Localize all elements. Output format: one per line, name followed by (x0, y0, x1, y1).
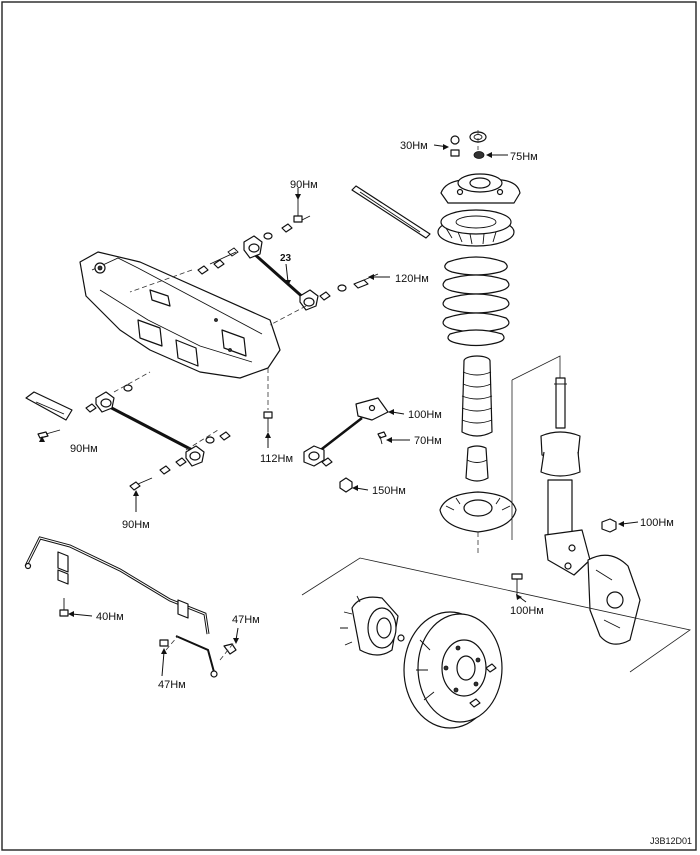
torque-label-link-nut-top: 47Нм (232, 614, 260, 626)
lower-arm-bolt-left (37, 429, 61, 439)
torque-label-strut-mount: 75Нм (510, 151, 538, 163)
torque-label-link-nut-bottom: 47Нм (158, 679, 186, 691)
torque-label-trailing-nut: 150Нм (372, 485, 406, 497)
shock-absorber (511, 355, 591, 576)
dust-boot (461, 355, 493, 437)
knuckle-nut (601, 518, 617, 533)
brake-rotor (403, 611, 503, 729)
hub-plane-outline (301, 557, 691, 673)
spring-upper-seat (437, 209, 515, 247)
torque-label-stabilizer-bracket: 40Нм (96, 611, 124, 623)
torque-label-link-top: 90Нм (290, 179, 318, 191)
stabilizer-bracket-bolt (59, 598, 69, 617)
lower-arm-plate (25, 391, 73, 421)
strut-top-nut (450, 135, 460, 157)
torque-label-link-right: 120Нм (395, 273, 429, 285)
torque-label-knuckle-bolt: 100Нм (510, 605, 544, 617)
torque-label-crossmember-bolt: 112Нм (260, 453, 293, 465)
upper-link-guides (129, 269, 307, 326)
lower-arm-guides (113, 371, 219, 451)
torque-label-trailing-bolt: 70Нм (414, 435, 442, 447)
coil-spring (442, 256, 510, 347)
part-number-label: 23 (280, 253, 292, 264)
bump-stop (465, 445, 489, 482)
upper-link-bolt-right (353, 273, 379, 289)
rotor-screw (469, 663, 497, 708)
wheel-hub-bearing (340, 595, 405, 656)
spring-lower-seat (439, 491, 517, 533)
leader-arrows (39, 144, 639, 677)
torque-label-trailing-top: 100Нм (408, 409, 442, 421)
torque-label-strut-nut: 30Нм (400, 140, 428, 152)
lower-arm (85, 384, 231, 475)
diagram-code: J3B12D01 (650, 836, 692, 846)
steering-knuckle (587, 554, 641, 645)
torque-label-lower-arm-left: 90Нм (70, 443, 98, 455)
torque-label-lower-arm-bottom: 90Нм (122, 519, 150, 531)
upper-link (197, 215, 347, 311)
strut-mount-washer (469, 131, 487, 159)
crossmember-bolt (263, 411, 273, 432)
strut-upper-mount (440, 173, 521, 204)
rear-crossmember (79, 251, 281, 379)
rail-bar (351, 185, 431, 239)
stabilizer-link-guides (165, 635, 237, 661)
lower-arm-bolt-bottom (129, 477, 153, 491)
stabilizer-link (159, 635, 237, 678)
knuckle-bolt (511, 573, 523, 595)
torque-label-knuckle-nut: 100Нм (640, 517, 674, 529)
trailing-arm-bracket (303, 397, 389, 493)
stabilizer-bar (24, 536, 210, 635)
